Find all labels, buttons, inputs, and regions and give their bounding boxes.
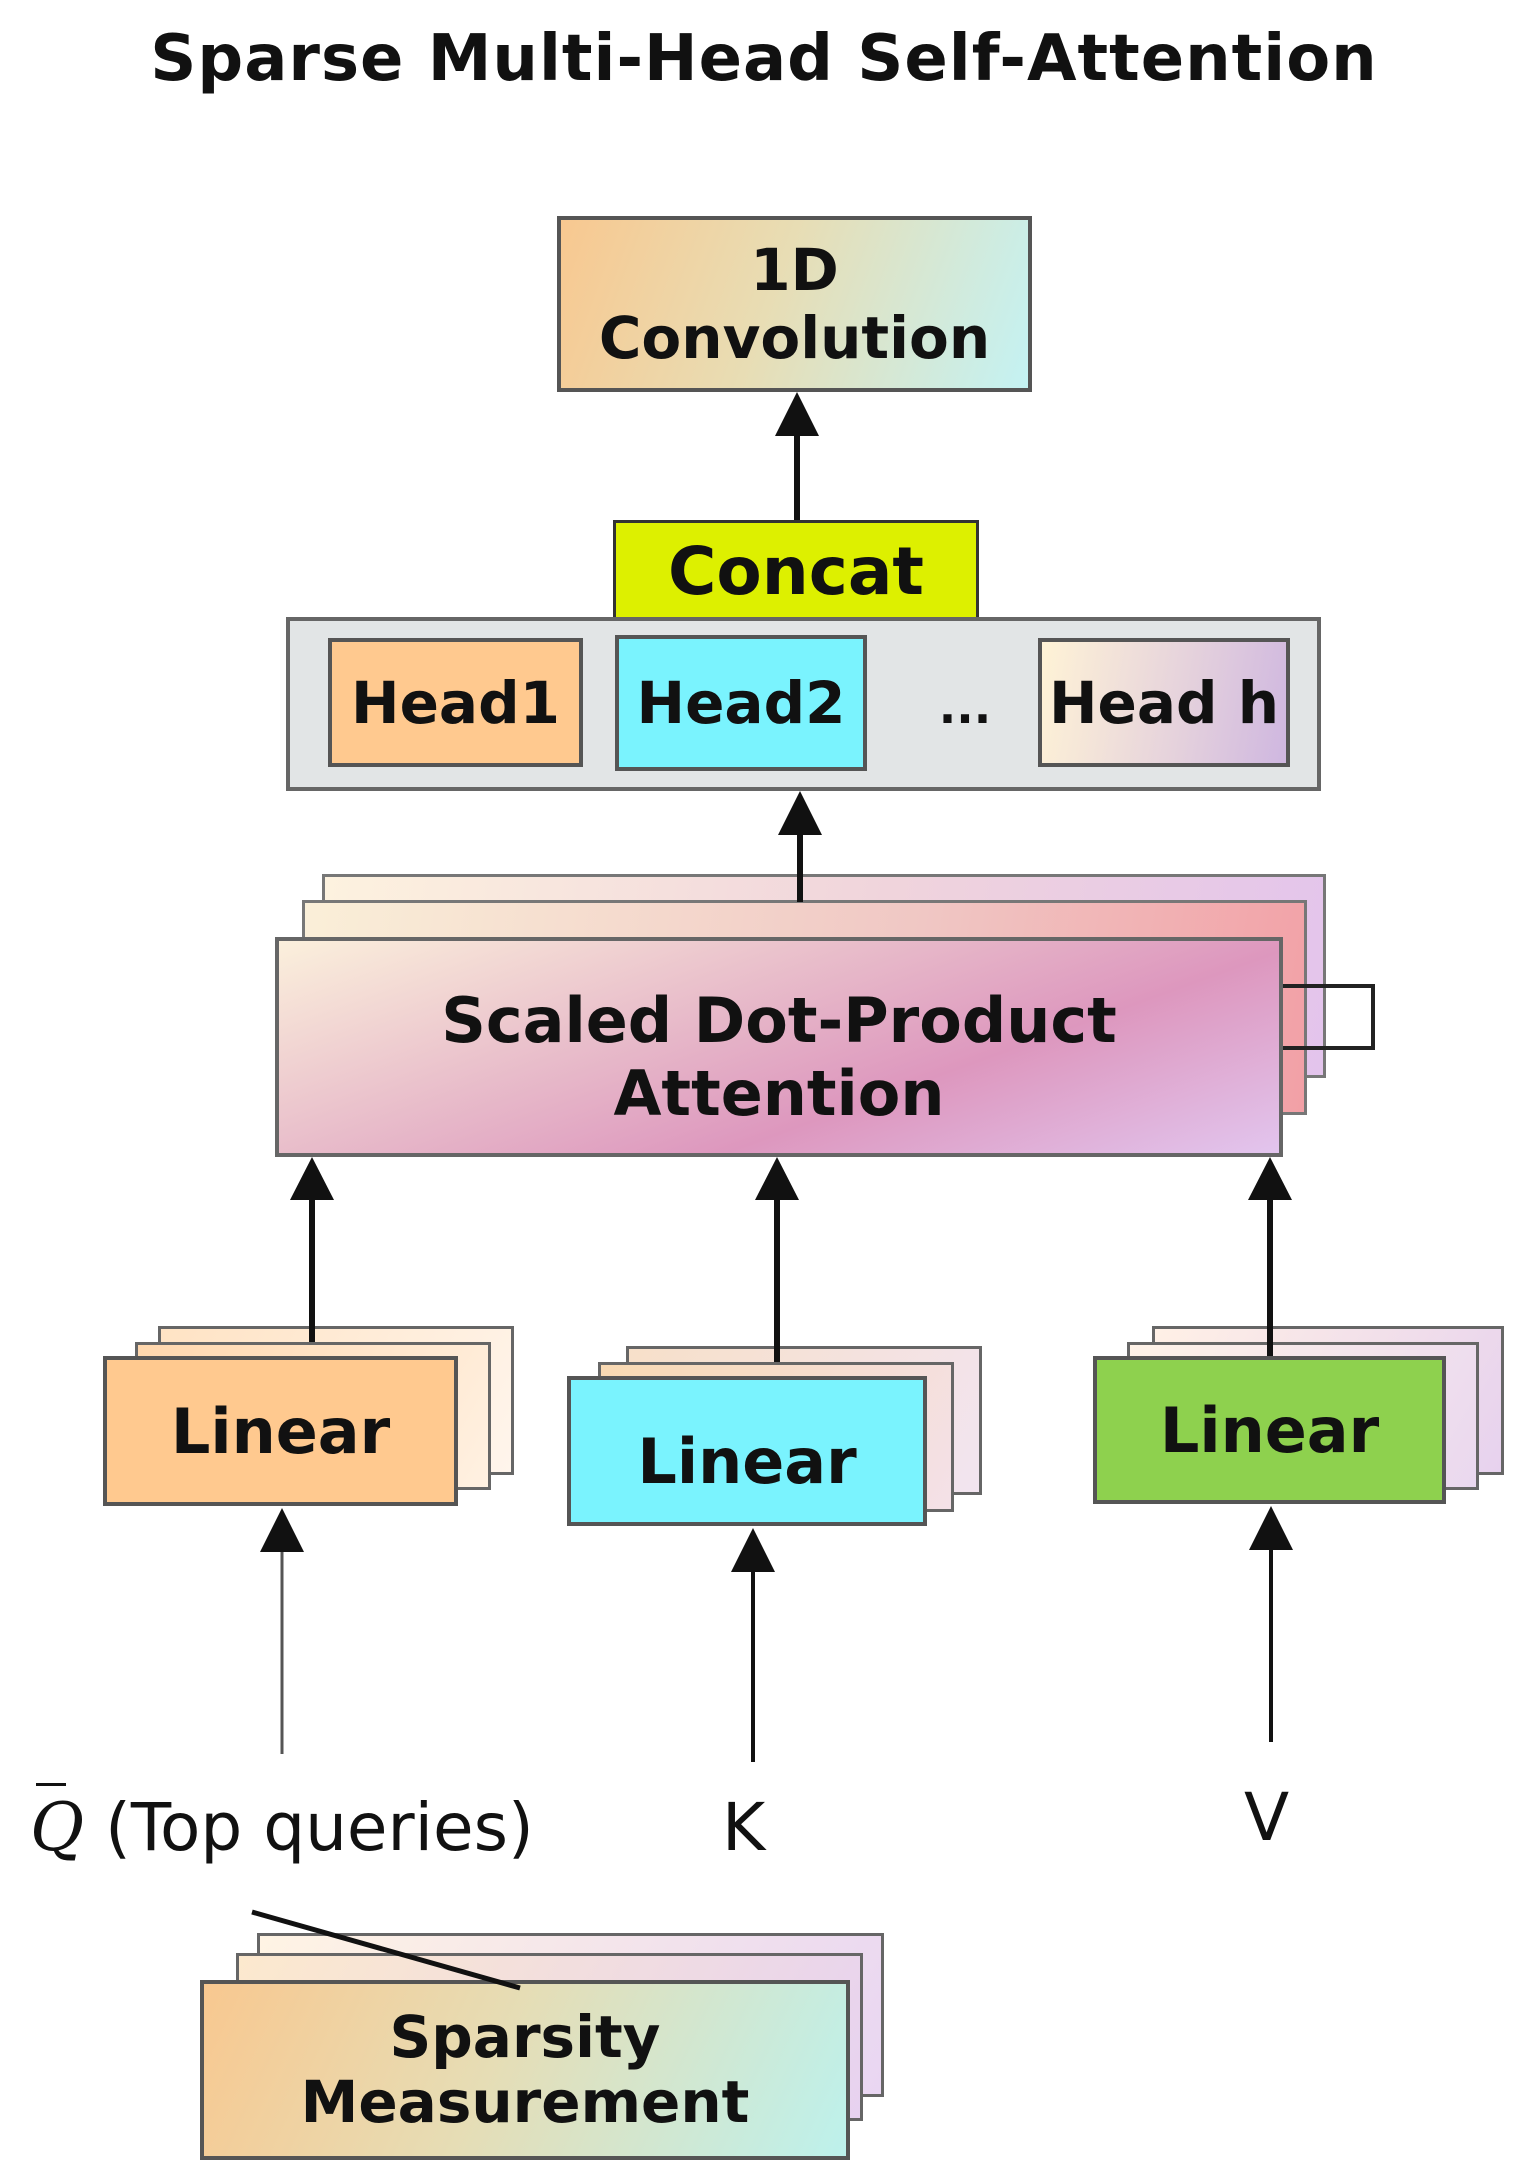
concat-label: Concat <box>668 532 924 610</box>
head2-label: Head2 <box>636 669 846 737</box>
diagram-title: Sparse Multi-Head Self-Attention <box>150 22 1378 96</box>
arrowhead-heads <box>778 791 822 835</box>
arrowhead-conv <box>775 392 819 436</box>
attention-box: Scaled Dot-Product Attention <box>275 937 1283 1157</box>
linear-v-box: Linear <box>1093 1356 1446 1504</box>
sparsity-line1: Sparsity <box>389 2003 661 2072</box>
q-bar-symbol: Q <box>30 1783 105 1866</box>
linear-v-label: Linear <box>1159 1393 1380 1467</box>
attention-bracket <box>1283 984 1375 1050</box>
input-k-label: K <box>722 1789 766 1866</box>
head1-label: Head1 <box>351 668 560 737</box>
input-v-label: V <box>1244 1779 1290 1856</box>
arrowhead-attention-k <box>755 1157 799 1200</box>
heads-ellipsis: ... <box>938 680 992 734</box>
arrowhead-linear-q <box>260 1508 304 1552</box>
concat-box: Concat <box>613 520 979 622</box>
headh-label: Head h <box>1048 668 1280 737</box>
arrowhead-linear-k <box>731 1528 775 1572</box>
q-top-queries-text: (Top queries) <box>105 1789 534 1866</box>
conv1d-box: 1D Convolution <box>557 216 1032 392</box>
input-q-label: Q (Top queries) <box>30 1783 534 1861</box>
conv1d-label: 1D Convolution <box>598 236 991 372</box>
linear-k-box: Linear <box>567 1376 927 1526</box>
sparsity-box: Sparsity Measurement <box>200 1980 850 2160</box>
sparsity-connector-line <box>251 1909 521 1991</box>
linear-k-label: Linear <box>637 1424 857 1498</box>
linear-q-box: Linear <box>103 1356 458 1506</box>
headh-box: Head h <box>1038 638 1290 767</box>
arrowhead-attention-q <box>290 1157 334 1200</box>
head1-box: Head1 <box>328 638 583 767</box>
sparsity-line2: Measurement <box>300 2068 750 2136</box>
head2-box: Head2 <box>615 635 867 771</box>
linear-q-label: Linear <box>170 1394 391 1468</box>
q-bar-overline <box>36 1783 66 1786</box>
attention-label: Scaled Dot-Product Attention <box>441 984 1117 1130</box>
arrowhead-attention-v <box>1248 1157 1292 1200</box>
arrowhead-linear-v <box>1249 1506 1293 1550</box>
